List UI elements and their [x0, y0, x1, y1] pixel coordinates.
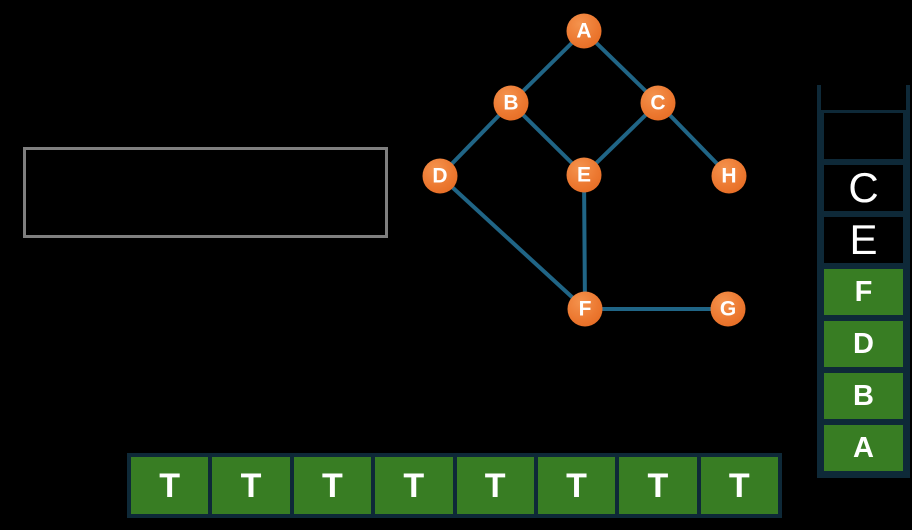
visited-cell-4: T — [456, 457, 534, 514]
stack-slot-empty — [821, 110, 906, 162]
stack-slot-E: E — [821, 214, 906, 266]
edge-E-F — [582, 173, 587, 311]
node-label: A — [576, 19, 592, 43]
stack-slot-F: F — [821, 266, 906, 318]
visited-cell-6: T — [619, 457, 697, 514]
graph-node-G: G — [710, 291, 746, 327]
stack-slot-C: C — [821, 162, 906, 214]
graph-node-C: C — [640, 85, 676, 121]
graph-node-A: A — [566, 13, 602, 49]
node-label: E — [576, 163, 591, 187]
graph-node-H: H — [711, 158, 747, 194]
visited-cell-2: T — [293, 457, 372, 514]
visited-cell-7: T — [700, 457, 778, 514]
node-label: D — [432, 164, 448, 188]
node-label: F — [578, 297, 592, 321]
stack-slot-D: D — [821, 318, 906, 370]
graph-node-D: D — [422, 158, 458, 194]
node-label: G — [719, 297, 737, 321]
node-label: C — [650, 91, 666, 115]
visited-cell-5: T — [537, 457, 616, 514]
stack-slot-B: B — [821, 370, 906, 422]
graph-node-B: B — [493, 85, 529, 121]
stack-slot-A: A — [821, 422, 906, 474]
node-label: B — [503, 91, 519, 115]
graph-node-F: F — [567, 291, 603, 327]
note-box — [23, 147, 388, 238]
visited-cell-0: T — [131, 457, 209, 514]
visited-cell-3: T — [375, 457, 453, 514]
edge-D-F — [438, 174, 587, 311]
node-label: H — [721, 164, 737, 188]
stack-open-top-space — [821, 85, 906, 110]
visited-cell-1: T — [212, 457, 290, 514]
graph-node-E: E — [566, 157, 602, 193]
